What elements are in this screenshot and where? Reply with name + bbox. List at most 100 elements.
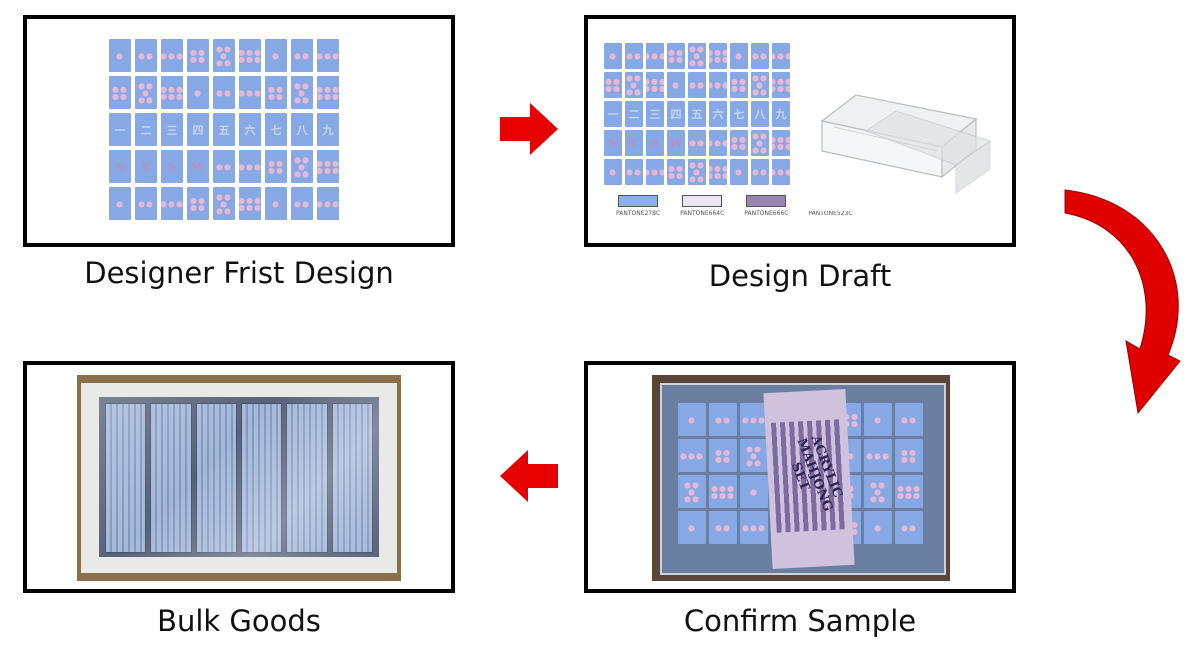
tile-stack xyxy=(331,403,373,553)
tile-stacks xyxy=(105,403,373,553)
tile-mark: 五 xyxy=(691,108,703,121)
tile-mark: W xyxy=(191,160,205,173)
mahjong-tile: E xyxy=(625,130,643,156)
tile-mark: 四 xyxy=(192,123,204,137)
mahjong-tile: W xyxy=(187,150,209,183)
mahjong-tile: ●●● xyxy=(239,76,261,109)
tile-mark: S xyxy=(651,136,659,150)
mahjong-tile: ●● xyxy=(135,39,157,72)
sample-photo: ●●●●●●●●●●●●●●●●●●●●●●●●●●●●●●●●●●●●●●●●… xyxy=(652,375,950,581)
tile-pattern-icon: ●●●●● xyxy=(216,44,232,67)
tile-stack xyxy=(286,403,328,553)
tile-pattern-icon: ●● xyxy=(901,415,917,424)
acrylic-box-illustration xyxy=(806,61,1002,211)
tile-mark: 九 xyxy=(775,108,787,121)
tile-pattern-icon: ● xyxy=(874,415,882,424)
mahjong-tile: ●●● xyxy=(678,439,706,472)
mahjong-tile: ● xyxy=(109,187,131,220)
tile-pattern-icon: ●● xyxy=(216,162,232,171)
mahjong-tile: ●● xyxy=(291,39,313,72)
tile-pattern-icon: ● xyxy=(688,523,696,532)
mahjong-tile: ● xyxy=(740,475,768,508)
mahjong-tile: 五 xyxy=(213,113,235,146)
tile-pattern-icon: ●●●●●● xyxy=(646,77,664,93)
mahjong-tile: S xyxy=(161,150,183,183)
tile-pattern-icon: ●●● xyxy=(317,199,339,208)
caption-bulk-goods: Bulk Goods xyxy=(157,604,321,638)
mahjong-tile: 一 xyxy=(604,101,622,127)
mahjong-tile: S xyxy=(646,130,664,156)
tile-pattern-icon: ●● xyxy=(294,51,310,60)
mahjong-tile: ●●●● xyxy=(895,439,923,472)
tile-pattern-icon: ●● xyxy=(715,523,731,532)
tile-pattern-icon: ●●●● xyxy=(901,447,917,464)
mahjong-tile: ●●●●● xyxy=(688,159,706,185)
mahjong-tile: ●●● xyxy=(709,72,727,98)
tile-pattern-icon: ●●●●● xyxy=(138,81,154,104)
tile-mark: S xyxy=(168,160,176,173)
mahjong-tile: ●●●●● xyxy=(751,130,769,156)
mahjong-tile: ● xyxy=(604,159,622,185)
tile-pattern-icon: ● xyxy=(116,51,124,60)
mahjong-tile: ●●● xyxy=(740,511,768,544)
caption-confirm-sample: Confirm Sample xyxy=(683,604,917,638)
tile-pattern-icon: ●●●●●● xyxy=(897,483,921,500)
tile-pattern-icon: ●● xyxy=(626,167,642,177)
mahjong-tile: 四 xyxy=(187,113,209,146)
tile-pattern-icon: ● xyxy=(194,88,202,97)
tile-pattern-icon: ●●● xyxy=(317,51,339,60)
tile-pattern-icon: ●● xyxy=(138,199,154,208)
mahjong-tile: ●● xyxy=(291,187,313,220)
mahjong-tile: ●●●●●● xyxy=(161,76,183,109)
mahjong-tile: ●●● xyxy=(740,403,768,436)
tile-pattern-icon: ●● xyxy=(138,51,154,60)
mahjong-tile: ● xyxy=(265,39,287,72)
tile-mark: 三 xyxy=(649,108,661,121)
mahjong-tile: ●●● xyxy=(864,439,892,472)
mahjong-tile: 九 xyxy=(317,113,339,146)
tile-mark: 七 xyxy=(270,123,282,137)
swatch-label: PANTONE278C xyxy=(616,210,661,217)
mahjong-tile: ●●●●● xyxy=(751,72,769,98)
mahjong-tile: ●●●● xyxy=(667,43,685,69)
tile-pattern-icon: ●●●●● xyxy=(294,81,310,104)
tile-pattern-icon: ●●● xyxy=(866,451,890,460)
tile-mark: 六 xyxy=(244,123,256,137)
tile-pattern-icon: ●●●● xyxy=(668,48,684,64)
mahjong-tile: ●● xyxy=(751,159,769,185)
tile-pattern-icon: ●●●●●● xyxy=(161,84,183,101)
mahjong-tile: ●●●● xyxy=(730,72,748,98)
mahjong-tile: 六 xyxy=(239,113,261,146)
mahjong-tile: ●● xyxy=(895,403,923,436)
tile-pattern-icon: ●●●● xyxy=(268,158,284,175)
mahjong-tile: ●●●●●● xyxy=(239,187,261,220)
mahjong-tile: 八 xyxy=(291,113,313,146)
arrow-right-icon xyxy=(500,103,558,155)
mahjong-tile: ●● xyxy=(688,130,706,156)
mahjong-tile: ● xyxy=(109,39,131,72)
mahjong-tile: ●●●●●● xyxy=(646,72,664,98)
mahjong-tile: ●●● xyxy=(317,39,339,72)
tile-pattern-icon: ●●●●●● xyxy=(317,84,339,101)
panel-design-draft: ●●●●●●●●●●●●●●●●●●●●●●●●●●●●●●●●●●●●●●●●… xyxy=(584,15,1016,247)
tile-pattern-icon: ●● xyxy=(626,51,642,61)
caption-design-draft: Design Draft xyxy=(708,259,892,293)
mahjong-tile: ●●●●●● xyxy=(709,475,737,508)
tile-pattern-icon: ● xyxy=(609,51,617,61)
tile-mark: 八 xyxy=(754,108,766,121)
tile-mark: 三 xyxy=(166,123,178,137)
pantone-swatch: PANTONE666C xyxy=(744,195,788,217)
pantone-swatch: PANTONE664C xyxy=(680,195,724,217)
tile-mark: 五 xyxy=(218,123,230,137)
mahjong-tile: 四 xyxy=(667,101,685,127)
mahjong-tile: ●●●● xyxy=(187,39,209,72)
mahjong-tile: ●●●● xyxy=(187,187,209,220)
tile-stack xyxy=(195,403,237,553)
tile-pattern-icon: ●●●●●● xyxy=(317,158,339,175)
mahjong-tile: ●●●● xyxy=(265,150,287,183)
mahjong-tile: ●●● xyxy=(239,150,261,183)
mahjong-tile: ●●● xyxy=(646,159,664,185)
tile-mark: N xyxy=(607,136,619,150)
tile-pattern-icon: ● xyxy=(874,523,882,532)
arrow-left-icon xyxy=(500,450,558,502)
